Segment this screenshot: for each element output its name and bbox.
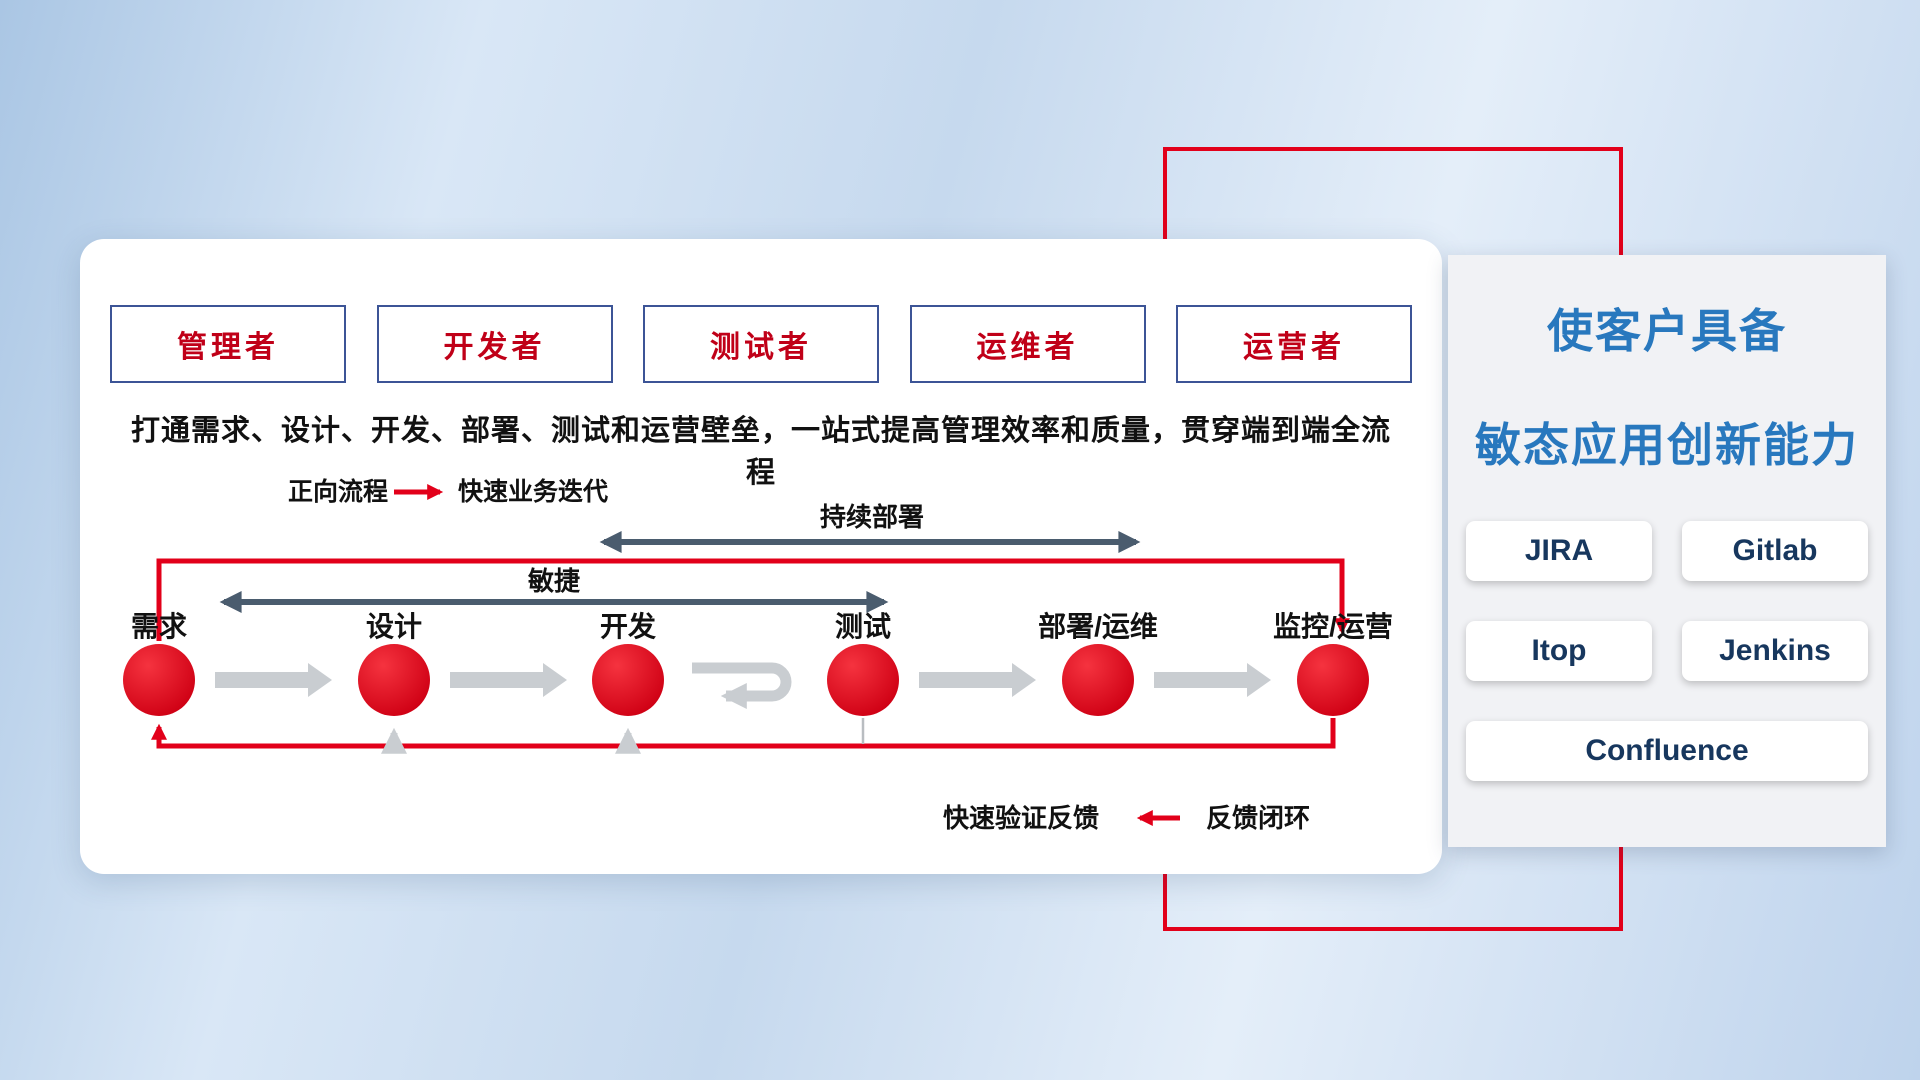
panel-title-line1: 使客户具备: [1547, 305, 1787, 357]
role-box-developer: 开发者: [376, 305, 613, 383]
stage-label-deploy-ops: 部署/运维: [1038, 611, 1158, 642]
role-box-manager: 管理者: [110, 305, 346, 383]
tool-chip-itop: Itop: [1466, 621, 1652, 681]
tool-chip-jira: JIRA: [1466, 521, 1652, 581]
role-box-tester: 测试者: [643, 305, 879, 383]
workflow-subtitle: 打通需求、设计、开发、部署、测试和运营壁垒，一站式提高管理效率和质量，贯穿端到端…: [130, 415, 1391, 489]
role-box-operator: 运维者: [909, 305, 1146, 383]
capability-panel: 使客户具备 敏态应用创新能力 JIRA Gitlab Itop Jenkins …: [1448, 255, 1886, 847]
stage-label-requirement: 需求: [130, 611, 187, 642]
continuous-deploy-label: 持续部署: [819, 502, 924, 532]
feedback-legend-label: 快速验证反馈: [943, 803, 1100, 833]
tool-chip-gitlab: Gitlab: [1682, 521, 1868, 581]
stage-label-develop: 开发: [599, 611, 656, 642]
stage-label-monitor-biz: 监控/运营: [1273, 611, 1393, 642]
role-box-business: 运营者: [1176, 305, 1412, 383]
panel-title-line2: 敏态应用创新能力: [1475, 419, 1859, 471]
node-test: [827, 644, 899, 716]
stage-arrow-5: [1154, 663, 1271, 697]
node-design: [358, 644, 430, 716]
tool-chip-confluence: Confluence: [1466, 721, 1868, 781]
node-deploy-ops: [1062, 644, 1134, 716]
tool-chip-jenkins: Jenkins: [1682, 621, 1868, 681]
node-develop: [592, 644, 664, 716]
feedback-legend-value: 反馈闭环: [1206, 803, 1311, 833]
stage-arrow-1: [215, 663, 332, 697]
node-monitor-biz: [1297, 644, 1369, 716]
stage-label-design: 设计: [365, 611, 422, 642]
roles-row: 管理者 开发者 测试者 运维者 运营者: [110, 305, 1412, 383]
agile-label: 敏捷: [527, 566, 580, 596]
stage-label-test: 测试: [834, 611, 891, 642]
feedback-loop-line: [151, 718, 1336, 749]
stage-arrow-2: [450, 663, 567, 697]
node-requirement: [123, 644, 195, 716]
dev-test-iteration-arrow: [692, 662, 792, 709]
devops-workflow-card: 管理者 开发者 测试者 运维者 运营者 打通需求、设计、开发、部署、测试和运营壁…: [80, 239, 1442, 874]
forward-flow-legend-value: 快速业务迭代: [458, 478, 609, 506]
forward-flow-legend-label: 正向流程: [288, 478, 389, 506]
stage-arrow-4: [919, 663, 1036, 697]
tools-grid: JIRA Gitlab Itop Jenkins Confluence: [1466, 521, 1868, 781]
